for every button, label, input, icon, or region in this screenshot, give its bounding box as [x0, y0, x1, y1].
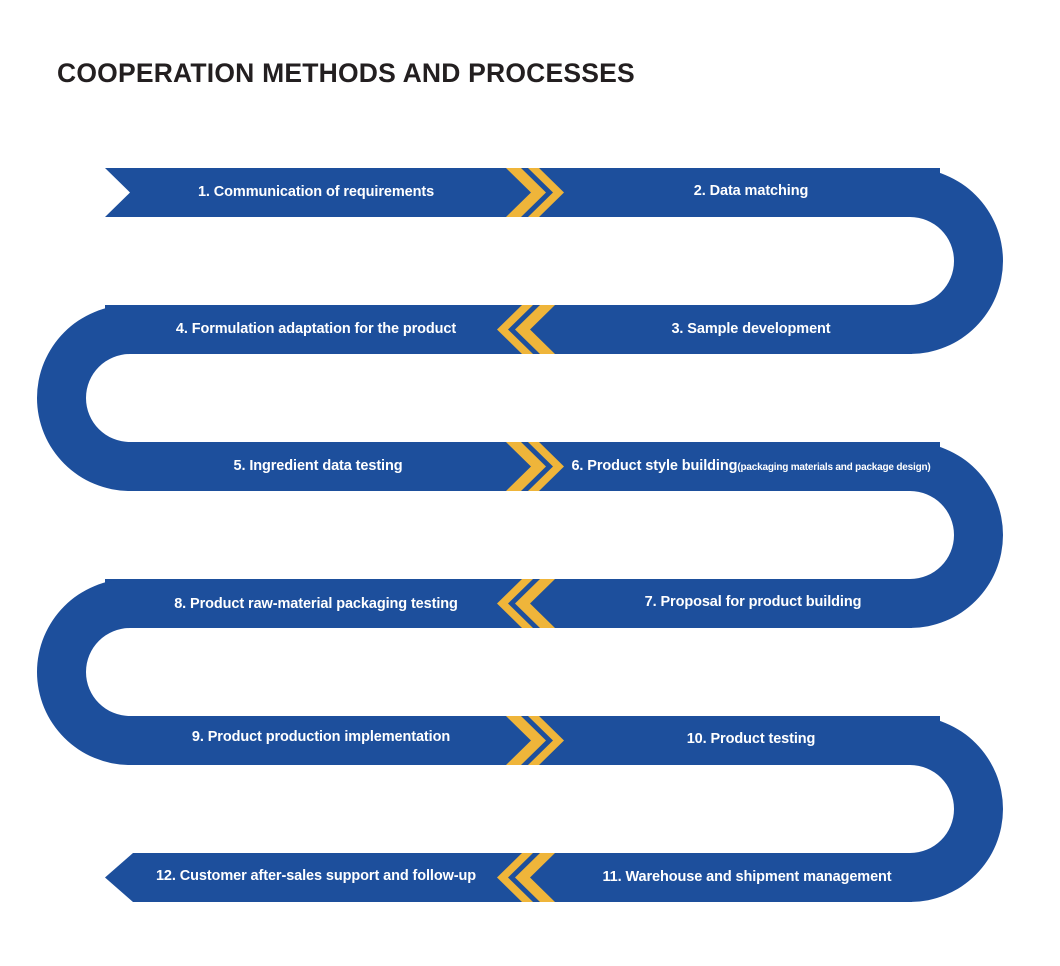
step-label-6-main: 6. Product style building: [571, 458, 738, 474]
chevron-left-icon-row-6: [497, 853, 555, 902]
chevron-right-icon-row-1: [506, 168, 564, 217]
step-label-5: 5. Ingredient data testing: [233, 458, 403, 474]
step-label-4: 4. Formulation adaptation for the produc…: [175, 321, 457, 337]
chevron-left-icon-row-2: [497, 305, 555, 354]
step-label-8: 8. Product raw-material packaging testin…: [174, 596, 458, 612]
step-label-10: 10. Product testing: [686, 731, 816, 747]
step-label-6-sub: (packaging materials and package design): [737, 462, 931, 473]
band-row-6: [105, 853, 912, 902]
band-row-1: [105, 168, 940, 217]
chevron-right-icon-row-5: [506, 716, 564, 765]
step-label-1: 1. Communication of requirements: [197, 184, 435, 200]
band-row-4: [105, 579, 912, 628]
step-label-9: 9. Product production implementation: [191, 729, 451, 745]
step-label-3: 3. Sample development: [671, 321, 831, 337]
step-label-11: 11. Warehouse and shipment management: [602, 869, 892, 885]
chevron-right-icon-row-3: [506, 442, 564, 491]
step-label-6: 6. Product style building(packaging mate…: [571, 458, 930, 474]
step-label-2: 2. Data matching: [693, 183, 809, 199]
chevron-arrows-group: [497, 168, 564, 902]
step-label-7: 7. Proposal for product building: [644, 594, 862, 610]
chevron-left-icon-row-4: [497, 579, 555, 628]
ribbon-group: [37, 168, 1003, 902]
page-title: COOPERATION METHODS AND PROCESSES: [57, 58, 635, 88]
band-row-2: [105, 305, 912, 354]
step-label-12: 12. Customer after-sales support and fol…: [155, 868, 477, 884]
